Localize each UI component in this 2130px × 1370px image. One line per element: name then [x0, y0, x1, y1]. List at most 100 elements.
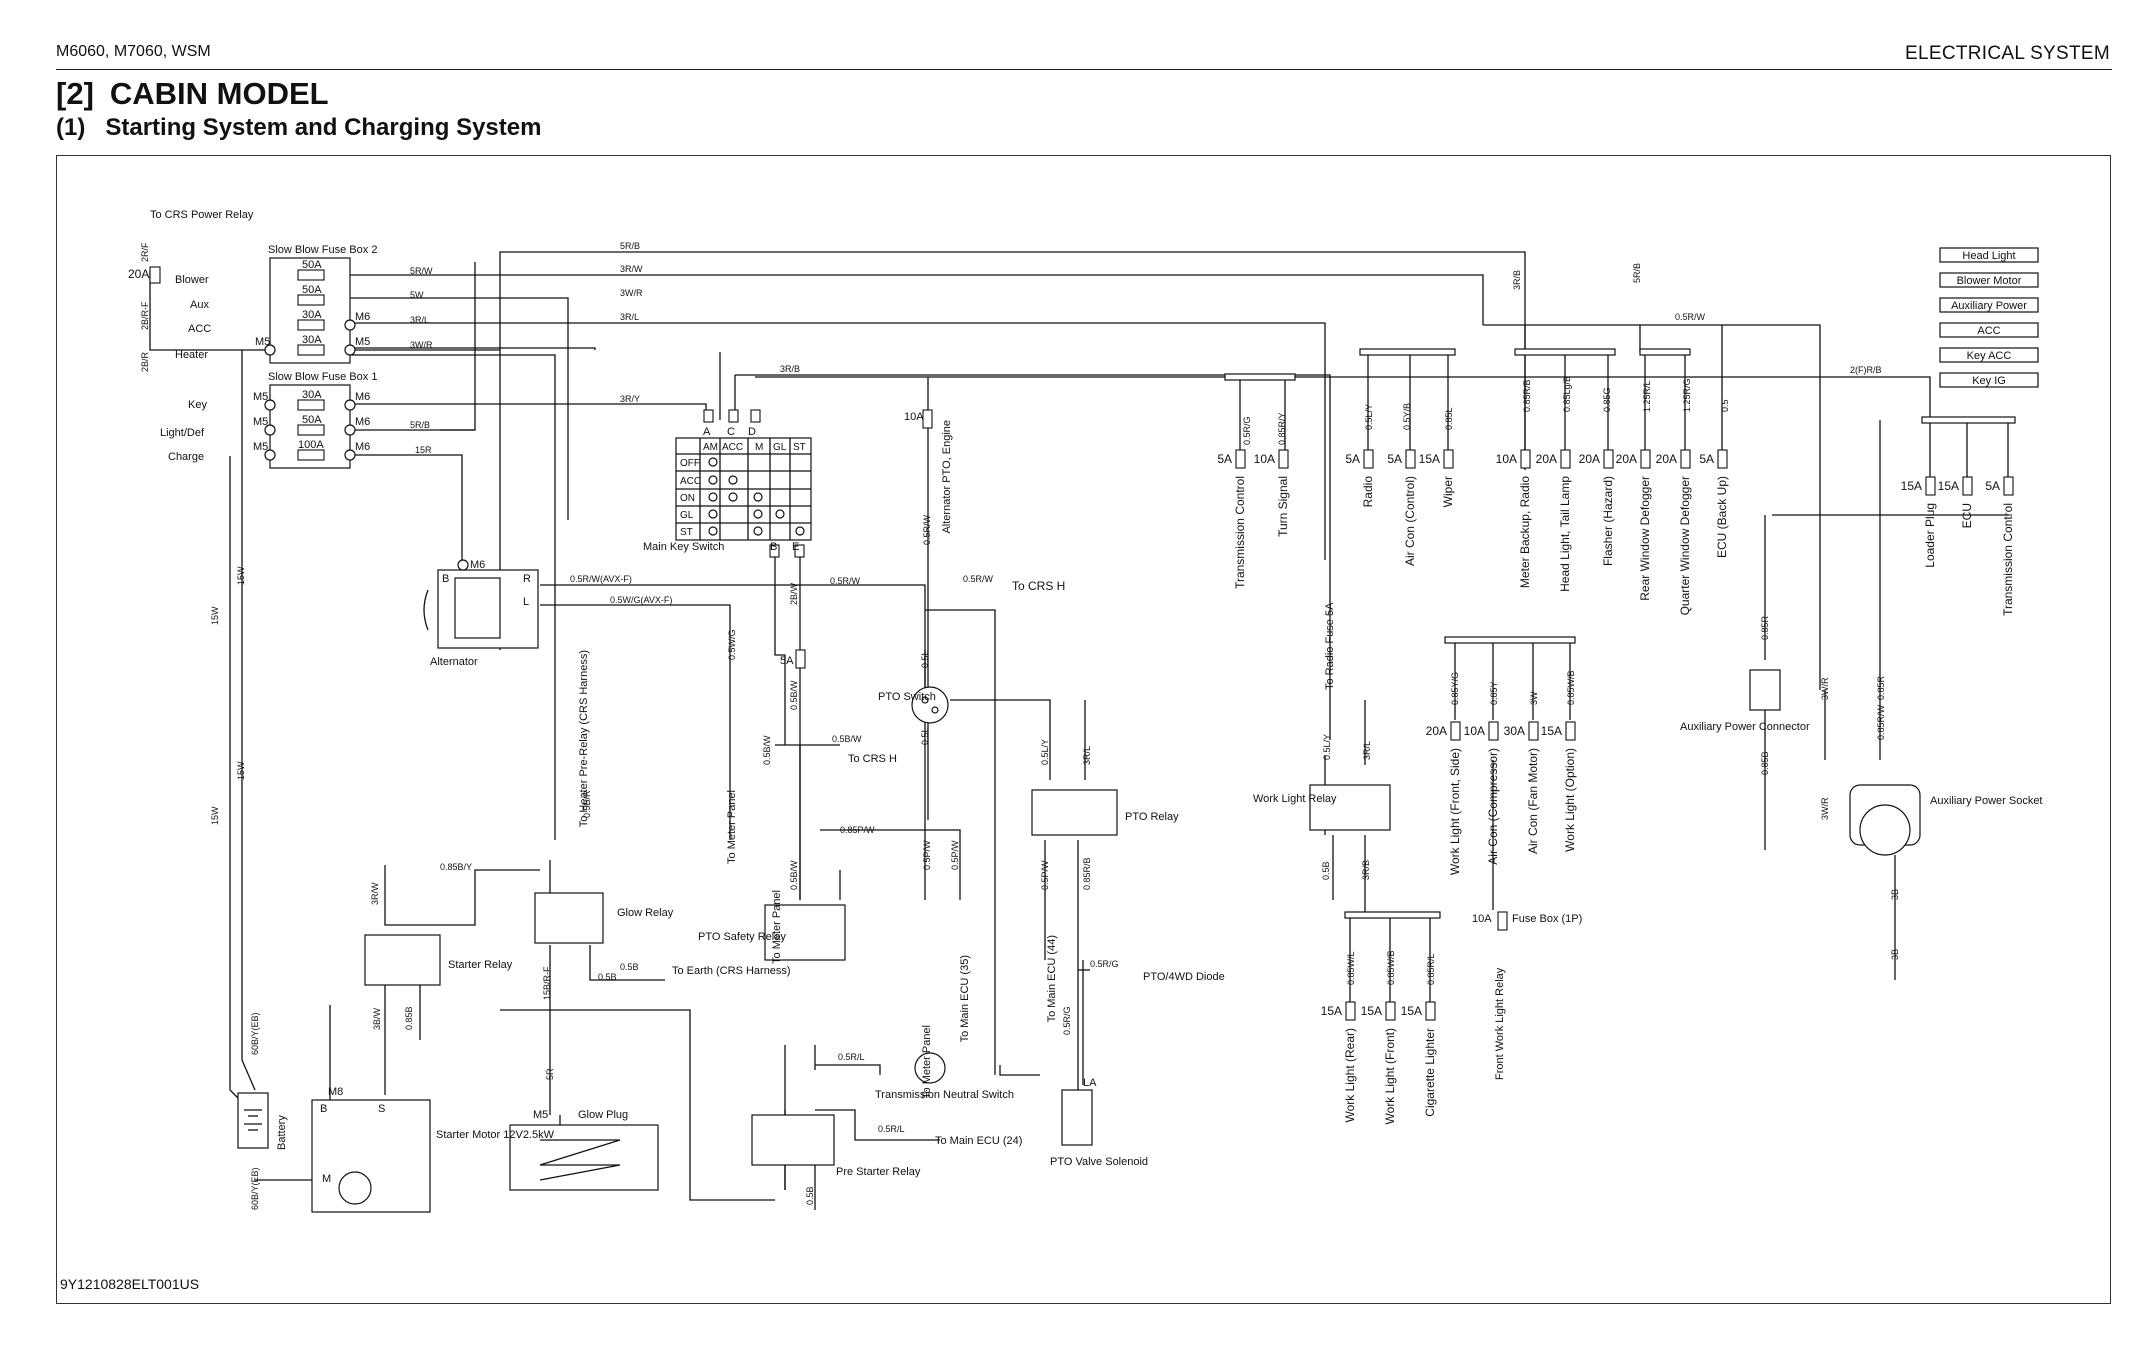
fusebox2-fuse-4: 30A [302, 334, 322, 346]
starter-relay-box [364, 934, 441, 986]
wire-code-label: 15R [415, 445, 432, 455]
wire-code-label: 0.85R/L [1426, 953, 1436, 985]
alternator-label: Alternator [430, 656, 478, 668]
pre-starter-relay-label: Pre Starter Relay [836, 1166, 921, 1178]
fuse-circuit-label: Radio [1361, 476, 1375, 508]
fuse-symbol [1925, 476, 1936, 496]
header-rule [56, 69, 2112, 70]
wire-code-label: 0.5B/R [582, 790, 592, 818]
fuse-circuit-label: Cigarette Lighter [1423, 1028, 1437, 1117]
figure-id: 9Y1210828ELT001US [60, 1276, 200, 1292]
pto-switch [911, 686, 949, 724]
fuse-circuit-label: Air Con (Control) [1403, 476, 1417, 566]
fusebox2-label-aux: Aux [190, 299, 209, 311]
to-main-ecu-35-label: To Main ECU (35) [959, 955, 971, 1042]
front-work-light-relay-label: Front Work Light Relay [1494, 967, 1506, 1080]
wire-code-label: 0.5L [920, 727, 930, 745]
fuse-symbol [1363, 449, 1374, 469]
wire-code-label: 3R/L [1082, 746, 1092, 765]
fuse-box-1p-label: Fuse Box (1P) [1512, 913, 1582, 925]
fuse-rating: 15A [1901, 479, 1922, 493]
fuse-circuit-label: Work Light (Front, Side) [1448, 748, 1462, 875]
work-light-relay-box [1309, 784, 1391, 831]
fuse-rating: 15A [1361, 1004, 1382, 1018]
fusebox1-label-charge: Charge [168, 451, 204, 463]
pto-valve-solenoid-symbol [1061, 1089, 1093, 1146]
to-crs-h-label: To CRS H [1012, 579, 1065, 593]
fuse-box-1p-symbol [1497, 911, 1508, 931]
fusebox1-term-6: M6 [355, 441, 370, 453]
fuse-symbol [1443, 449, 1454, 469]
wire-code-label: 3W/R [410, 340, 433, 350]
wire-code-label: 0.85Y [1489, 681, 1499, 705]
fuse-rating: 10A [1254, 452, 1275, 466]
wire-code-label: 2(F)R/B [1850, 365, 1882, 375]
wire-code-label: 2B/R-F [140, 301, 150, 330]
fuse-rating: 5A [1387, 452, 1402, 466]
wire-code-label: 15W [236, 761, 246, 780]
fuse-rating: 15A [1321, 1004, 1342, 1018]
fuse-symbol [1640, 449, 1651, 469]
fuse-circuit-label: Flasher (Hazard) [1601, 476, 1615, 566]
starter-motor-term-b: B [320, 1103, 327, 1115]
key-row-on: ON [680, 493, 695, 504]
fusebox2-fuse-2: 50A [302, 284, 322, 296]
legend-key-ig: Key IG [1972, 375, 2006, 387]
fuse-circuit-label: Wiper [1441, 476, 1455, 507]
wire-code-label: 15W [210, 806, 220, 825]
fuse-rating: 10A [1496, 452, 1517, 466]
fuse-rating: 30A [1504, 724, 1525, 738]
wire-code-label: 0.5R/G [1062, 1006, 1072, 1035]
fuse-5a-label: 5A [780, 655, 794, 667]
glow-relay-box [534, 892, 604, 944]
wire-code-label: 0.85R/B [1522, 379, 1532, 412]
wire-code-label: 0.85B [404, 1006, 414, 1030]
subsection-title-text: Starting System and Charging System [105, 114, 542, 141]
alternator-term-b: B [442, 573, 449, 585]
wire-code-label: 0.5B/W [832, 734, 862, 744]
wire-code-label: 0.5L/Y [1364, 404, 1374, 430]
subsection-number: (1) [56, 114, 86, 141]
fusebox2-label-blower: Blower [175, 274, 209, 286]
key-row-acc: ACC [680, 476, 701, 487]
fuse-symbol [1962, 476, 1973, 496]
fuse-rating: 20A [1426, 724, 1447, 738]
starter-motor-term-m: M [322, 1173, 331, 1185]
legend-acc: ACC [1977, 325, 2000, 337]
fusebox1-fuse-2: 50A [302, 414, 322, 426]
fuse-rating: 10A [1464, 724, 1485, 738]
fuse-rating: 20A [1616, 452, 1637, 466]
wire-code-labels: 5R/B3R/W3W/R3R/L3R/Y5R/W5W3R/L3W/R5R/B15… [140, 241, 1900, 1210]
fuse-rating: 5A [1985, 479, 2000, 493]
wire-code-label: 3R/B [1361, 860, 1371, 880]
key-col-am: AM [703, 442, 718, 453]
wire-network [149, 251, 2009, 1210]
fuse-group-bus-bar [1444, 636, 1576, 644]
key-switch-label: Main Key Switch [643, 541, 724, 553]
to-crs-h-label-2: To CRS H [848, 753, 897, 765]
fuse-rating: 20A [1536, 452, 1557, 466]
wire-code-label: 15W [210, 606, 220, 625]
fusebox1-label-light-def: Light/Def [160, 427, 205, 439]
to-earth-label: To Earth (CRS Harness) [672, 965, 791, 977]
fuse-circuit-label: Work Light (Option) [1563, 748, 1577, 852]
fuse-rating: 15A [1419, 452, 1440, 466]
fuse-5a [795, 649, 806, 669]
alt-fuse-label: Alternator PTO, Engine [941, 420, 953, 534]
fuse-circuit-label: Transmission Control [1233, 476, 1247, 589]
wire-code-label: 0.85W/L [1346, 951, 1356, 985]
legend-boxes [1939, 247, 2039, 388]
wire-code-label: 3R/L [1362, 741, 1372, 760]
wire-code-label: 3W/R [1820, 797, 1830, 820]
wire-code-label: 0.5B/W [789, 860, 799, 890]
starter-motor-label: Starter Motor 12V2.5kW [436, 1129, 555, 1141]
wire-code-label: 3R/W [370, 882, 380, 905]
section-number: [2] [56, 76, 94, 111]
alternator-term-l: L [523, 596, 529, 608]
wire-code-label: 0.5L/Y [1040, 739, 1050, 765]
header-right: ELECTRICAL SYSTEM [1905, 43, 2110, 64]
fusebox2-fuse-1: 50A [302, 259, 322, 271]
starter-relay-label: Starter Relay [448, 959, 513, 971]
